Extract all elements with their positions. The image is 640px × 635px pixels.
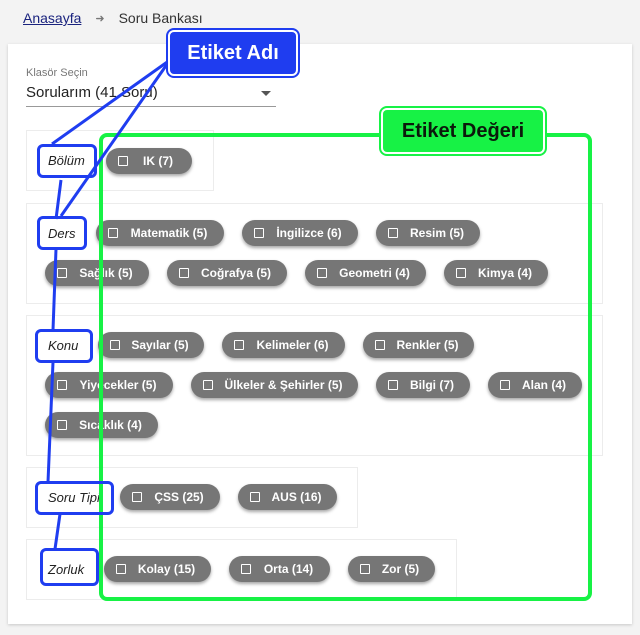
tag-chip[interactable]: Yiyecekler (5) <box>45 372 173 398</box>
tag-chip[interactable]: Bilgi (7) <box>376 372 470 398</box>
checkbox-icon[interactable] <box>132 492 142 502</box>
checkbox-icon[interactable] <box>250 492 260 502</box>
checkbox-icon[interactable] <box>388 228 398 238</box>
checkbox-icon[interactable] <box>241 564 251 574</box>
tag-chip[interactable]: Kimya (4) <box>444 260 548 286</box>
tag-chip[interactable]: IK (7) <box>106 148 192 174</box>
checkbox-icon[interactable] <box>118 156 128 166</box>
tag-chip[interactable]: Resim (5) <box>376 220 480 246</box>
tag-chip[interactable]: Sayılar (5) <box>98 332 204 358</box>
breadcrumb: Anasayfa ➜ Soru Bankası <box>23 10 203 26</box>
checkbox-icon[interactable] <box>57 380 67 390</box>
arrow-right-icon: ➜ <box>95 12 105 25</box>
tag-group-label: Soru Tipi <box>48 490 100 505</box>
tag-group-label: Zorluk <box>48 562 85 577</box>
tag-value-callout: Etiket Değeri <box>381 108 545 154</box>
tag-chip[interactable]: Coğrafya (5) <box>167 260 287 286</box>
checkbox-icon[interactable] <box>388 380 398 390</box>
checkbox-icon[interactable] <box>317 268 327 278</box>
checkbox-icon[interactable] <box>234 340 244 350</box>
checkbox-icon[interactable] <box>254 228 264 238</box>
checkbox-icon[interactable] <box>57 268 67 278</box>
tag-chip[interactable]: Ülkeler & Şehirler (5) <box>191 372 358 398</box>
checkbox-icon[interactable] <box>110 340 120 350</box>
tag-chip[interactable]: Sağlık (5) <box>45 260 149 286</box>
checkbox-icon[interactable] <box>203 380 213 390</box>
checkbox-icon[interactable] <box>360 564 370 574</box>
folder-select-value: Sorularım (41 Soru) <box>26 84 158 101</box>
checkbox-icon[interactable] <box>456 268 466 278</box>
tag-group-label: Konu <box>48 338 79 353</box>
caret-down-icon <box>261 91 271 96</box>
tag-chip[interactable]: Matematik (5) <box>96 220 224 246</box>
tag-chip[interactable]: Orta (14) <box>229 556 330 582</box>
checkbox-icon[interactable] <box>500 380 510 390</box>
tag-group-ders <box>26 203 603 304</box>
checkbox-icon[interactable] <box>375 340 385 350</box>
tag-chip[interactable]: AUS (16) <box>238 484 337 510</box>
tag-chip[interactable]: ÇSS (25) <box>120 484 220 510</box>
tag-group-label: Bölüm <box>48 153 85 168</box>
checkbox-icon[interactable] <box>57 420 67 430</box>
checkbox-icon[interactable] <box>108 228 118 238</box>
checkbox-icon[interactable] <box>179 268 189 278</box>
tag-chip[interactable]: Kelimeler (6) <box>222 332 345 358</box>
tag-group-label: Ders <box>48 226 76 241</box>
breadcrumb-home-link[interactable]: Anasayfa <box>23 10 82 26</box>
tag-chip[interactable]: Sıcaklık (4) <box>45 412 158 438</box>
breadcrumb-current: Soru Bankası <box>118 10 203 26</box>
tag-chip[interactable]: Geometri (4) <box>305 260 426 286</box>
tag-chip[interactable]: Zor (5) <box>348 556 435 582</box>
tag-chip[interactable]: Alan (4) <box>488 372 582 398</box>
checkbox-icon[interactable] <box>116 564 126 574</box>
tag-chip[interactable]: Renkler (5) <box>363 332 474 358</box>
tag-chip[interactable]: Kolay (15) <box>104 556 211 582</box>
tag-chip[interactable]: İngilizce (6) <box>242 220 358 246</box>
folder-select[interactable]: Sorularım (41 Soru) <box>26 84 276 107</box>
tag-name-callout: Etiket Adı <box>168 30 298 76</box>
